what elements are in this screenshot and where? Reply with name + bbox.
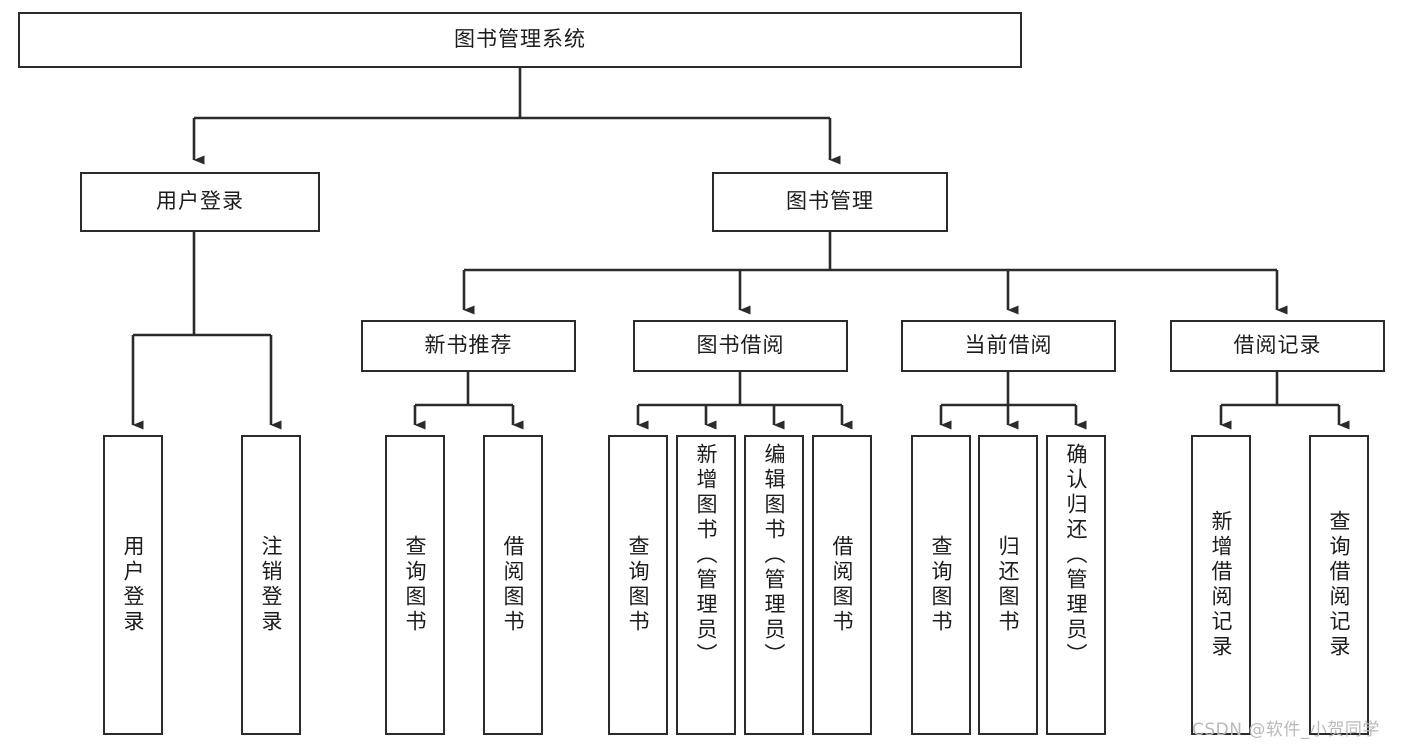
leaf-borrow-add-book-label: 新增图书（管理员） bbox=[694, 443, 719, 668]
leaf-record-query-record-label: 查询借阅记录 bbox=[1327, 510, 1352, 660]
leaf-user-login-login[interactable]: 用户登录 bbox=[103, 435, 163, 735]
leaf-borrow-edit-book[interactable]: 编辑图书（管理员） bbox=[744, 435, 804, 735]
node-book-management[interactable]: 图书管理 bbox=[712, 172, 948, 232]
node-borrow-record[interactable]: 借阅记录 bbox=[1170, 320, 1385, 372]
node-user-login[interactable]: 用户登录 bbox=[80, 172, 320, 232]
leaf-record-add-record-label: 新增借阅记录 bbox=[1209, 510, 1234, 660]
leaf-user-login-login-label: 用户登录 bbox=[121, 535, 146, 635]
leaf-current-return-book[interactable]: 归还图书 bbox=[978, 435, 1038, 735]
leaf-recommend-borrow-book[interactable]: 借阅图书 bbox=[483, 435, 543, 735]
leaf-recommend-borrow-book-label: 借阅图书 bbox=[501, 535, 526, 635]
leaf-current-return-book-label: 归还图书 bbox=[996, 535, 1021, 635]
leaf-recommend-query-book-label: 查询图书 bbox=[403, 535, 428, 635]
leaf-record-query-record[interactable]: 查询借阅记录 bbox=[1309, 435, 1369, 735]
node-current-borrow-label: 当前借阅 bbox=[964, 333, 1053, 358]
leaf-user-login-logout-label: 注销登录 bbox=[259, 535, 284, 635]
node-book-management-label: 图书管理 bbox=[786, 189, 874, 214]
leaf-borrow-query-book[interactable]: 查询图书 bbox=[608, 435, 668, 735]
leaf-current-query-book-label: 查询图书 bbox=[929, 535, 954, 635]
leaf-borrow-edit-book-label: 编辑图书（管理员） bbox=[762, 443, 787, 668]
node-root-system[interactable]: 图书管理系统 bbox=[18, 12, 1022, 68]
node-borrow-record-label: 借阅记录 bbox=[1233, 333, 1322, 358]
leaf-recommend-query-book[interactable]: 查询图书 bbox=[385, 435, 445, 735]
leaf-current-confirm-return[interactable]: 确认归还（管理员） bbox=[1046, 435, 1106, 735]
leaf-borrow-borrow-book-label: 借阅图书 bbox=[830, 535, 855, 635]
csdn-watermark: CSDN @软件_小贺同学 bbox=[1192, 720, 1380, 740]
leaf-record-add-record[interactable]: 新增借阅记录 bbox=[1191, 435, 1251, 735]
leaf-current-confirm-return-label: 确认归还（管理员） bbox=[1064, 443, 1089, 668]
node-book-borrow-label: 图书借阅 bbox=[696, 333, 785, 358]
leaf-borrow-borrow-book[interactable]: 借阅图书 bbox=[812, 435, 872, 735]
leaf-borrow-add-book[interactable]: 新增图书（管理员） bbox=[676, 435, 736, 735]
leaf-current-query-book[interactable]: 查询图书 bbox=[911, 435, 971, 735]
leaf-user-login-logout[interactable]: 注销登录 bbox=[241, 435, 301, 735]
leaf-borrow-query-book-label: 查询图书 bbox=[626, 535, 651, 635]
node-new-book-recommend-label: 新书推荐 bbox=[424, 333, 513, 358]
node-current-borrow[interactable]: 当前借阅 bbox=[901, 320, 1116, 372]
node-book-borrow[interactable]: 图书借阅 bbox=[633, 320, 848, 372]
node-user-login-label: 用户登录 bbox=[156, 189, 244, 214]
node-new-book-recommend[interactable]: 新书推荐 bbox=[361, 320, 576, 372]
node-root-system-label: 图书管理系统 bbox=[454, 27, 586, 52]
